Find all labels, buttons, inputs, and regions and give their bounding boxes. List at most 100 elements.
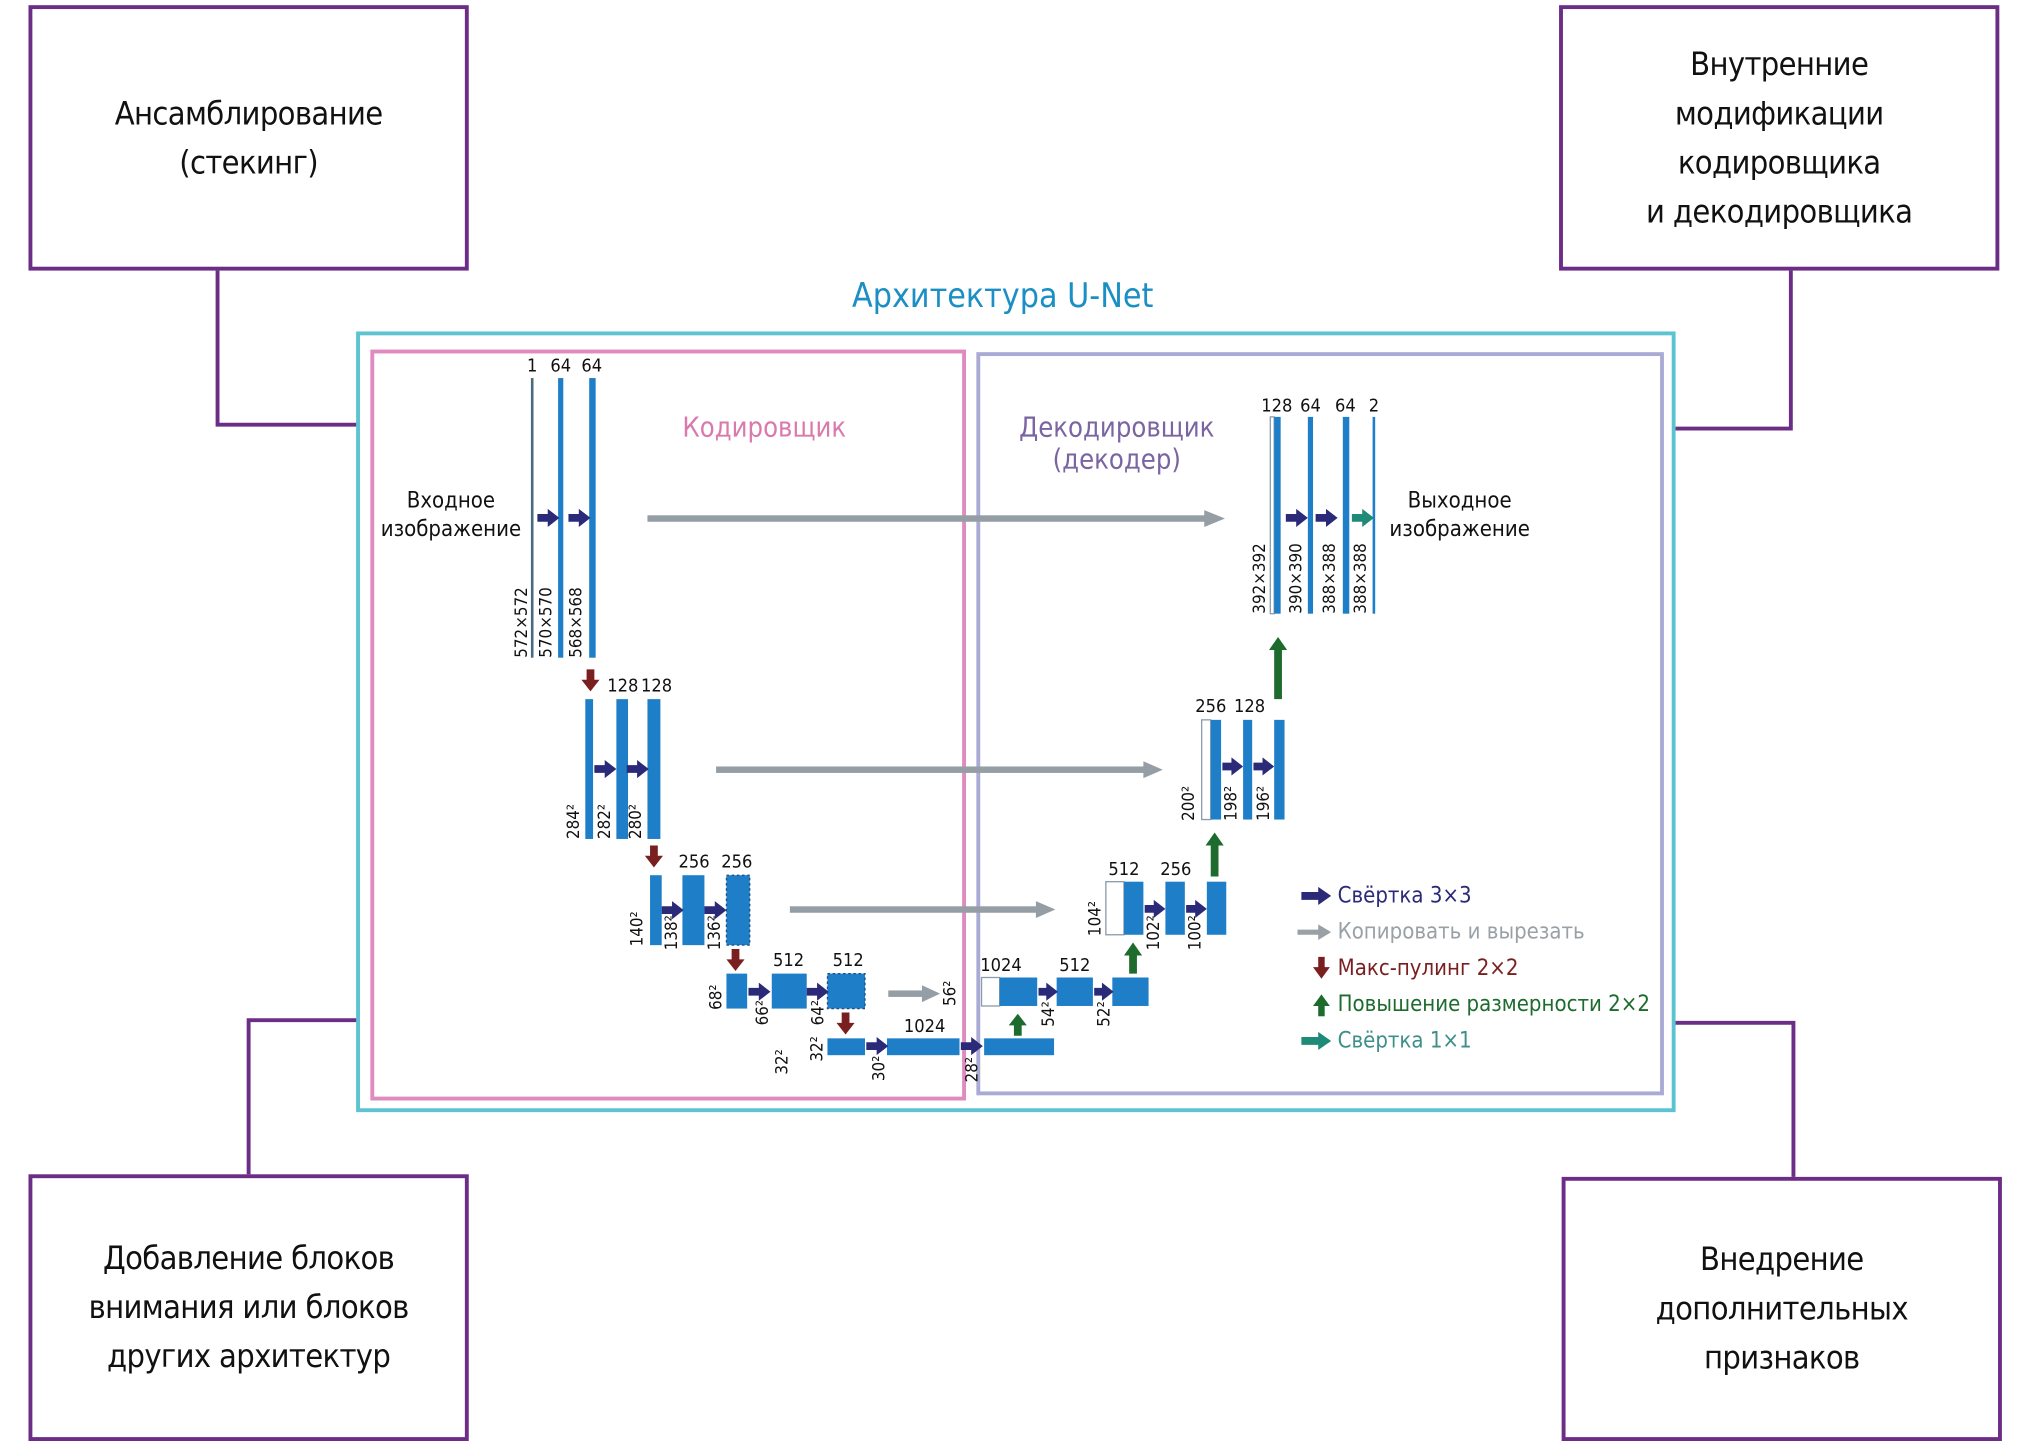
feature-map (650, 875, 662, 946)
size-label: 388×388 (1351, 543, 1372, 614)
size-label: 138² (662, 915, 683, 951)
connector-bottom-right (1674, 1020, 1796, 1179)
size-label: 28² (963, 1057, 983, 1083)
encoder-label: Кодировщик (682, 411, 847, 443)
size-label: 32² (808, 1036, 828, 1062)
box-attention-blocks: Добавление блоков внимания или блоков др… (28, 1174, 469, 1441)
size-label: 64² (809, 1000, 829, 1026)
box-extra-features: Внедрение дополнительных признаков (1561, 1176, 2002, 1441)
size-label: 100² (1186, 915, 1206, 951)
feature-map (726, 973, 748, 1009)
size-label: 30² (870, 1055, 890, 1082)
box-attention-blocks-text: Добавление блоков внимания или блоков др… (88, 1239, 410, 1375)
channel-label: 128 (1234, 696, 1266, 718)
channel-label: 128 (607, 675, 639, 697)
channel-label: 1024 (903, 1016, 946, 1038)
size-label: 136² (705, 915, 726, 951)
feature-map (1307, 416, 1314, 614)
legend-label: Повышение размерности 2×2 (1337, 991, 1650, 1018)
box-extra-features-text: Внедрение дополнительных признаков (1655, 1240, 1909, 1377)
channel-label: 256 (721, 851, 753, 873)
feature-map (1112, 977, 1149, 1006)
arrow-right-conv3-icon (1301, 886, 1332, 905)
channel-label: 64 (550, 356, 572, 377)
unet-title: Архитектура U-Net (852, 277, 1154, 316)
size-label: 388×388 (1320, 543, 1341, 614)
decoder-label: Декодировщик (декодер) (1019, 411, 1215, 476)
arrow-up-upconv-icon (1313, 994, 1330, 1017)
feature-map (558, 378, 564, 658)
feature-map (827, 1038, 865, 1056)
size-label: 140² (628, 911, 648, 947)
channel-label: 128 (640, 675, 673, 697)
size-label: 102² (1144, 915, 1165, 951)
legend-item: Копировать и вырезать (1297, 914, 1649, 950)
size-label: 54² (1039, 1001, 1060, 1027)
feature-map (826, 972, 866, 1010)
copy-crop-arrows (647, 510, 1225, 1003)
feature-map (1274, 416, 1281, 614)
channel-label: 64 (1335, 396, 1356, 417)
feature-map (1342, 416, 1350, 614)
legend-label: Копировать и вырезать (1337, 919, 1585, 946)
legend-label: Макс-пулинг 2×2 (1337, 955, 1519, 982)
feature-map (1056, 977, 1093, 1006)
channel-label: 512 (1108, 859, 1140, 881)
feature-map-copied (980, 976, 1001, 1007)
box-internal-modifications-text: Внутренние модификации кодировщика и дек… (1646, 44, 1913, 230)
feature-map (1165, 881, 1185, 935)
encoder-frame (370, 349, 966, 1101)
feature-map (682, 875, 705, 946)
channel-label: 512 (773, 950, 805, 972)
channel-label: 256 (1195, 696, 1227, 718)
size-label: 392×392 (1250, 543, 1271, 614)
upconv-arrows (1008, 636, 1288, 1036)
output-image-label: Выходное изображение (1389, 488, 1530, 543)
feature-map (725, 874, 751, 946)
feature-map (1274, 719, 1285, 820)
channel-label: 1024 (980, 955, 1022, 977)
feature-map (1206, 881, 1227, 935)
feature-map (1372, 416, 1376, 614)
size-label: 68² (707, 984, 727, 1010)
size-label: 66² (753, 1000, 774, 1026)
size-label: 104² (1086, 901, 1106, 937)
arrow-right-copy-icon (1297, 924, 1332, 940)
size-label: 390×390 (1287, 543, 1307, 614)
size-label: 52² (1095, 1001, 1115, 1027)
conv1x1-arrow (1351, 508, 1374, 527)
maxpool-arrows (581, 669, 855, 1035)
size-label: 282² (595, 803, 616, 839)
legend-item: Свёртка 1×1 (1297, 1023, 1649, 1059)
legend-item: Макс-пулинг 2×2 (1297, 950, 1649, 986)
channel-label: 1 (527, 356, 538, 377)
channel-label: 128 (1261, 396, 1293, 417)
channel-label: 512 (1059, 955, 1091, 977)
channel-label: 256 (678, 851, 710, 873)
feature-map (1243, 719, 1253, 820)
channel-label: 256 (1160, 859, 1192, 881)
size-label: 570×570 (537, 587, 557, 658)
feature-map (771, 973, 807, 1009)
connector-top-right (1674, 269, 1793, 431)
channel-label: 512 (832, 950, 864, 972)
arrow-down-maxpool-icon (1313, 956, 1330, 979)
arrow-right-conv1-icon (1301, 1031, 1332, 1051)
legend: Свёртка 3×3 Копировать и вырезать Макс-п… (1297, 878, 1650, 1059)
channel-label: 2 (1368, 396, 1380, 417)
input-image-label: Входное изображение (380, 488, 522, 543)
legend-label: Свёртка 1×1 (1337, 1027, 1472, 1054)
feature-map (530, 378, 534, 658)
size-label: 280² (626, 803, 647, 839)
conv3x3-arrows (537, 508, 1338, 1056)
size-label: 196² (1254, 785, 1275, 821)
size-label: 200² (1179, 785, 1200, 821)
feature-map (1123, 881, 1144, 935)
legend-item: Свёртка 3×3 (1297, 878, 1649, 914)
size-label: 284² (564, 803, 584, 839)
channel-label: 64 (581, 356, 603, 377)
feature-map (887, 1038, 960, 1056)
feature-map (647, 699, 661, 839)
